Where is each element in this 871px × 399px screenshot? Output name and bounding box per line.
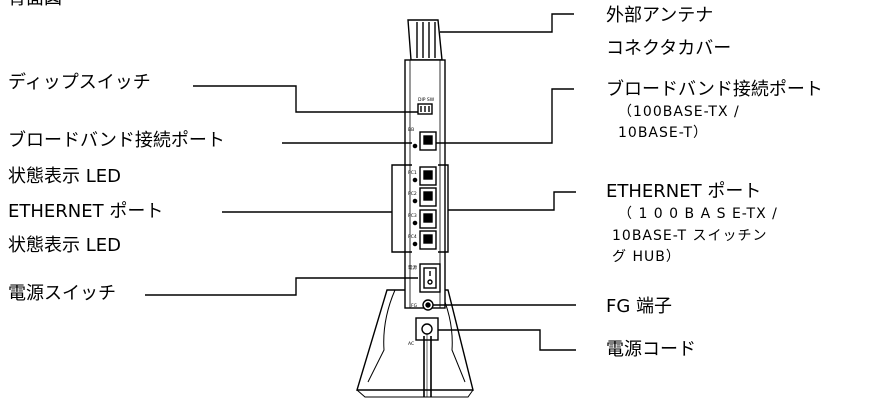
leader-ethernet-port	[448, 191, 576, 211]
label-antenna-line1: 外部アンテナ	[606, 5, 714, 26]
broadband-led	[412, 143, 418, 149]
marking-pc2: PC2	[408, 191, 417, 197]
marking-pc1: PC1	[408, 170, 417, 176]
marking-pc3: PC3	[408, 213, 417, 219]
label-ethernet-led-line1: ETHERNET ポート	[8, 201, 164, 222]
leader-power-cord	[438, 329, 576, 351]
marking-power: 電源	[408, 264, 417, 271]
label-ethernet-port-spec-3: グ HUB）	[612, 249, 681, 265]
marking-pc4: PC4	[408, 234, 417, 240]
marking-fg: FG	[411, 303, 418, 309]
power-cord	[423, 336, 432, 397]
leader-broadband-port	[436, 88, 574, 144]
marking-bb: BB	[408, 127, 414, 133]
label-ethernet-port-spec-1: （ 1 0 0 B A S E-TX /	[618, 206, 778, 222]
marking-dip: DIP SW	[418, 97, 435, 103]
label-broadband-port-spec-2: 10BASE-T）	[618, 125, 709, 141]
label-broadband-port: ブロードバンド接続ポート	[606, 79, 823, 100]
label-broadband-led-line2: 状態表示 LED	[8, 166, 121, 187]
leader-antenna-cover	[440, 13, 574, 33]
label-power-cord: 電源コード	[606, 339, 696, 360]
label-ethernet-port-spec-2: 10BASE-T スイッチン	[612, 228, 768, 244]
label-broadband-led-line1: ブロードバンド接続ポート	[8, 130, 225, 151]
antenna-connector-cover	[407, 19, 443, 61]
ethernet-led-3	[412, 220, 418, 226]
label-ethernet-led-line2: 状態表示 LED	[8, 235, 121, 256]
ethernet-port-bracket	[438, 164, 449, 253]
label-broadband-port-spec-1: （100BASE-TX /	[618, 104, 740, 120]
label-antenna-line2: コネクタカバー	[606, 38, 732, 59]
ethernet-led-1	[412, 177, 418, 183]
ethernet-led-4	[412, 241, 418, 247]
ethernet-led-bracket	[391, 164, 412, 253]
label-dip-switch: ディップスイッチ	[8, 72, 151, 93]
ethernet-port-block	[412, 166, 437, 250]
marking-ac: AC	[408, 341, 414, 347]
label-fg-terminal: FG 端子	[606, 296, 673, 317]
rear-view-title: 背面図	[8, 0, 62, 10]
leader-dip-switch	[193, 85, 418, 113]
leader-power-switch	[145, 277, 418, 296]
ethernet-led-2	[412, 198, 418, 204]
label-ethernet-port: ETHERNET ポート	[606, 181, 762, 202]
label-power-switch: 電源スイッチ	[8, 283, 116, 304]
